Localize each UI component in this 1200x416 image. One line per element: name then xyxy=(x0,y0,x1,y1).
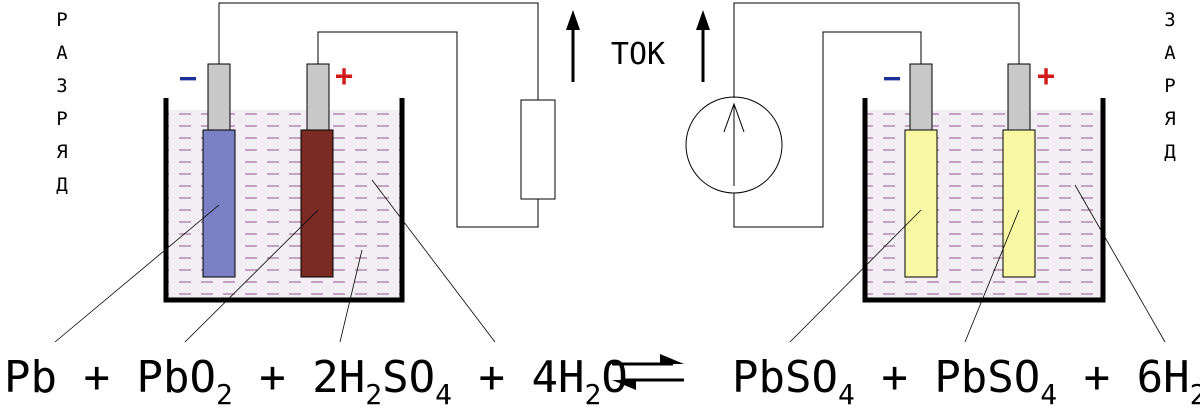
equation-term: PbO xyxy=(136,352,215,403)
equation-term: 6H xyxy=(1137,352,1190,403)
current-arrow-right-head xyxy=(696,10,710,30)
leader-pbso4-pos xyxy=(964,209,1020,343)
equation-subscript: 2 xyxy=(1190,378,1200,411)
electrolyte-dashes-right xyxy=(865,110,1103,300)
minus-sign-left: − xyxy=(179,61,197,96)
terminal-negative-left xyxy=(207,63,231,131)
leader-pb xyxy=(54,204,220,343)
plus-sign-right: + xyxy=(1037,59,1055,94)
equation-subscript: 4 xyxy=(435,378,452,411)
wire-negative-right xyxy=(733,2,1020,98)
discharge-letter: Я xyxy=(56,141,67,163)
electrode-lead-sulfate-positive xyxy=(1002,129,1036,278)
plus-sign-left: + xyxy=(335,59,353,94)
charge-circuit xyxy=(685,2,1020,228)
equation-term: + xyxy=(57,352,136,403)
electrode-lead-sulfate-negative xyxy=(904,129,938,278)
charge-letter: З xyxy=(1164,9,1175,31)
equation-subscript: 2 xyxy=(216,378,233,411)
leader-pbso4-neg xyxy=(789,209,922,343)
leader-lines xyxy=(54,179,1166,343)
current-arrow-left-head xyxy=(566,10,580,30)
equation-term: 2H xyxy=(312,352,365,403)
vessel-left xyxy=(163,98,405,303)
discharge-letter: Р xyxy=(56,9,67,31)
charge-letter: А xyxy=(1164,42,1176,64)
vessel-right xyxy=(862,98,1106,303)
equation-term: SO xyxy=(382,352,435,403)
equation-term: Pb xyxy=(4,352,57,403)
equation-subscript: 2 xyxy=(584,378,601,411)
electrolyte-dashes-left xyxy=(166,110,402,300)
discharge-letter: А xyxy=(56,42,68,64)
equation-term: + xyxy=(855,352,934,403)
charge-letter: Р xyxy=(1164,75,1175,97)
equilibrium-forward-head xyxy=(660,354,684,364)
minus-sign-right: − xyxy=(883,61,901,96)
power-source xyxy=(685,96,783,194)
discharge-circuit xyxy=(218,2,556,228)
discharge-cell xyxy=(163,63,405,303)
equation-subscript: 4 xyxy=(1040,378,1057,411)
equilibrium-arrows xyxy=(612,354,684,390)
charge-letter: Д xyxy=(1164,141,1176,163)
discharge-letter: Д xyxy=(56,174,68,196)
equilibrium-reverse-head xyxy=(612,380,636,390)
electrode-lead-dioxide xyxy=(300,129,334,278)
equation-term: 4H xyxy=(531,352,584,403)
equation-term: + xyxy=(1057,352,1136,403)
equation-subscript: 2 xyxy=(365,378,382,411)
terminal-positive-right xyxy=(1007,63,1031,131)
current-arrows xyxy=(566,10,710,82)
equation-term: O xyxy=(601,352,628,403)
equation-term: + xyxy=(452,352,531,403)
equation-products: PbSO4​ + PbSO4​ + 6H2​O xyxy=(732,352,1200,411)
leader-pbo2 xyxy=(184,209,319,343)
leader-h2o-left xyxy=(371,179,496,343)
terminal-positive-left xyxy=(306,63,330,131)
wire-negative-left xyxy=(218,2,539,100)
electrode-lead xyxy=(202,129,236,278)
charge-cell xyxy=(862,63,1106,303)
load-resistor xyxy=(520,99,556,200)
equation-subscript: 4 xyxy=(838,378,855,411)
equation-term: PbSO xyxy=(934,352,1040,403)
leader-h2so4 xyxy=(339,249,363,343)
equation-term: PbSO xyxy=(732,352,838,403)
wire-positive-left xyxy=(317,31,539,228)
terminal-negative-right xyxy=(909,63,933,131)
charge-letter: Я xyxy=(1164,108,1175,130)
leader-h2o-right xyxy=(1074,184,1166,343)
equation-term: + xyxy=(233,352,312,403)
discharge-letter: З xyxy=(56,75,67,97)
equation-reactants: Pb + PbO2​ + 2H2​SO4​ + 4H2​O xyxy=(4,352,628,411)
discharge-letter: Р xyxy=(56,108,67,130)
current-label: ТОК xyxy=(611,37,665,72)
wire-positive-right xyxy=(733,31,922,228)
power-source-arrow-head xyxy=(723,102,745,133)
